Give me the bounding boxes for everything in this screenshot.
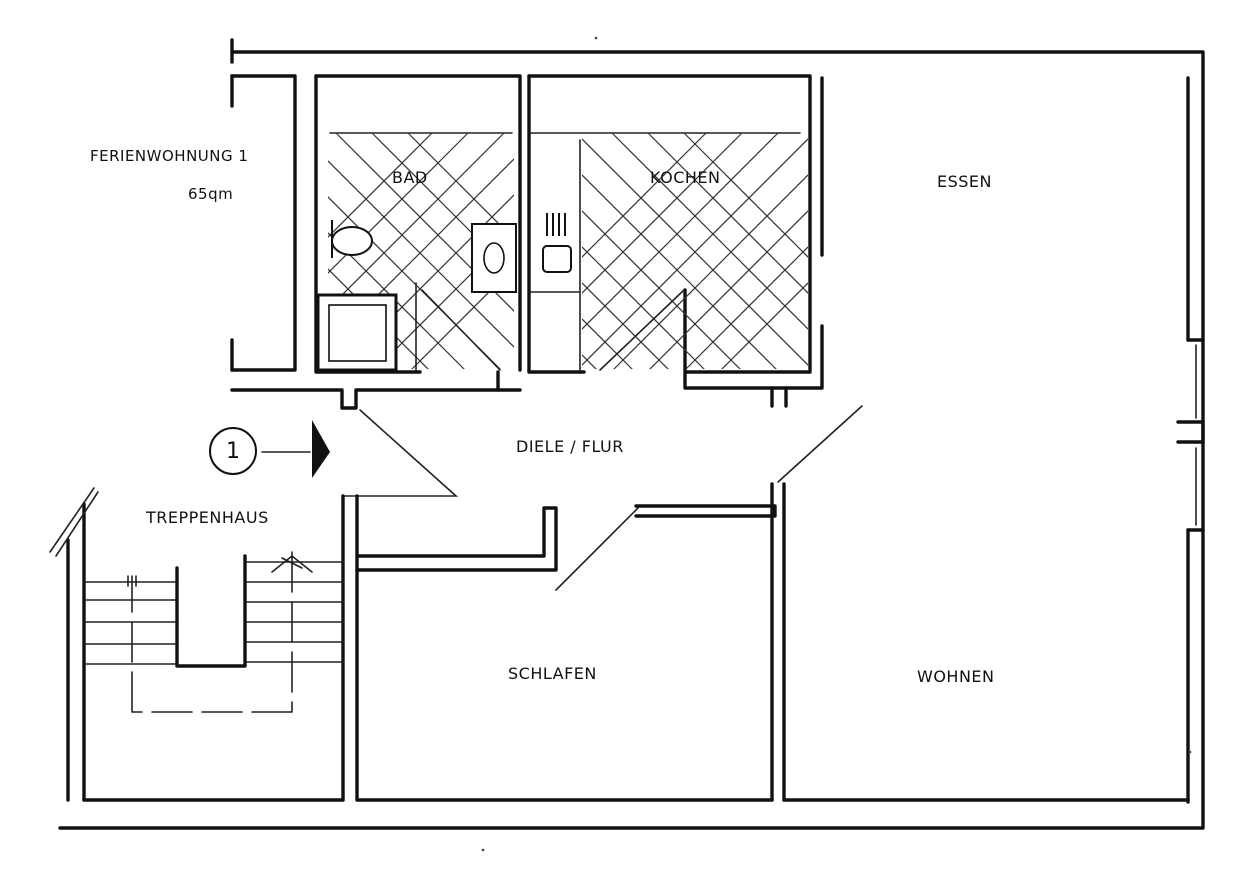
unit-title: FERIENWOHNUNG 1	[90, 147, 249, 165]
bathroom-fixtures	[316, 220, 517, 372]
room-label-wohnen: WOHNEN	[917, 667, 995, 686]
outer-walls	[58, 38, 1205, 830]
room-label-diele: DIELE / FLUR	[516, 437, 624, 456]
room-label-treppenhaus: TREPPENHAUS	[146, 508, 269, 527]
staircase	[49, 487, 344, 802]
room-label-essen: ESSEN	[937, 172, 992, 191]
unit-area: 65qm	[188, 185, 234, 203]
neighbor-unit-walls	[230, 74, 522, 410]
bedroom-living-walls	[82, 568, 1190, 802]
room-label-kochen: KOCHEN	[650, 168, 721, 187]
entrance-arrow	[261, 420, 330, 478]
room-label-schlafen: SCHLAFEN	[508, 664, 597, 683]
kitchen-walls	[527, 74, 824, 408]
entrance-marker: 1	[209, 427, 257, 475]
kitchen-tiles	[582, 133, 808, 369]
kitchen-fixtures	[542, 213, 685, 371]
hallway-walls	[341, 405, 863, 802]
bathroom-walls	[314, 74, 522, 392]
room-label-bad: BAD	[392, 168, 428, 187]
